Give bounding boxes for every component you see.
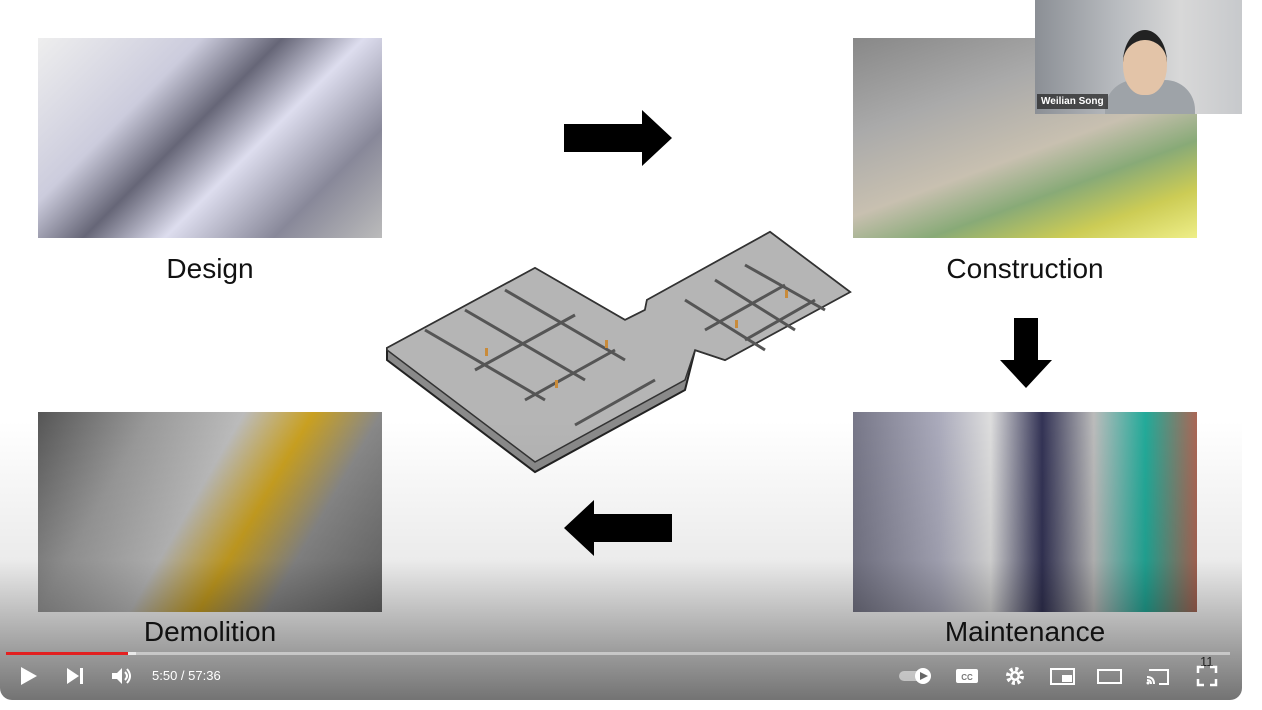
settings-icon: [1006, 667, 1024, 685]
theater-icon: [1097, 669, 1122, 684]
design-label: Design: [166, 253, 254, 284]
settings-button[interactable]: [1003, 664, 1027, 688]
autoplay-toggle-icon: [899, 668, 931, 684]
demolition-label: Demolition: [143, 616, 277, 647]
miniplayer-button[interactable]: [1050, 664, 1076, 688]
mute-button[interactable]: [110, 664, 134, 688]
cast-icon: [1146, 669, 1169, 685]
demolition-image: [38, 412, 382, 612]
time-text: 5:50 / 57:36: [152, 668, 221, 683]
next-button[interactable]: [63, 664, 87, 688]
fullscreen-button[interactable]: [1195, 664, 1219, 688]
slide-page-number: 11: [1200, 654, 1214, 669]
volume-icon: [112, 668, 131, 684]
miniplayer-icon: [1050, 668, 1075, 685]
floor-plan-model: [386, 230, 852, 474]
webcam-overlay: Weilian Song: [1035, 0, 1242, 114]
next-icon: [67, 668, 83, 684]
video-player[interactable]: Design Construction Weilian Song Demolit…: [0, 0, 1242, 700]
maintenance-image: [853, 412, 1197, 612]
arrow-down-icon: [1000, 318, 1052, 388]
design-image: [38, 38, 382, 238]
play-icon: [21, 667, 37, 685]
theater-mode-button[interactable]: [1097, 664, 1123, 688]
arrow-right-icon: [564, 110, 672, 166]
maintenance-label: Maintenance: [944, 616, 1106, 647]
progress-played: [6, 652, 129, 655]
captions-icon: CC: [956, 669, 978, 683]
autoplay-toggle[interactable]: [898, 664, 934, 688]
progress-bar[interactable]: [6, 652, 1230, 655]
svg-text:CC: CC: [961, 673, 973, 682]
fullscreen-icon: [1196, 665, 1218, 687]
cast-button[interactable]: [1145, 664, 1171, 688]
presenter-name: Weilian Song: [1037, 94, 1108, 109]
play-button[interactable]: [16, 664, 40, 688]
arrow-left-icon: [564, 500, 672, 556]
presenter-face: [1123, 30, 1167, 95]
time-display: 5:50 / 57:36: [152, 668, 221, 683]
captions-button[interactable]: CC: [954, 664, 980, 688]
construction-label: Construction: [946, 253, 1104, 284]
